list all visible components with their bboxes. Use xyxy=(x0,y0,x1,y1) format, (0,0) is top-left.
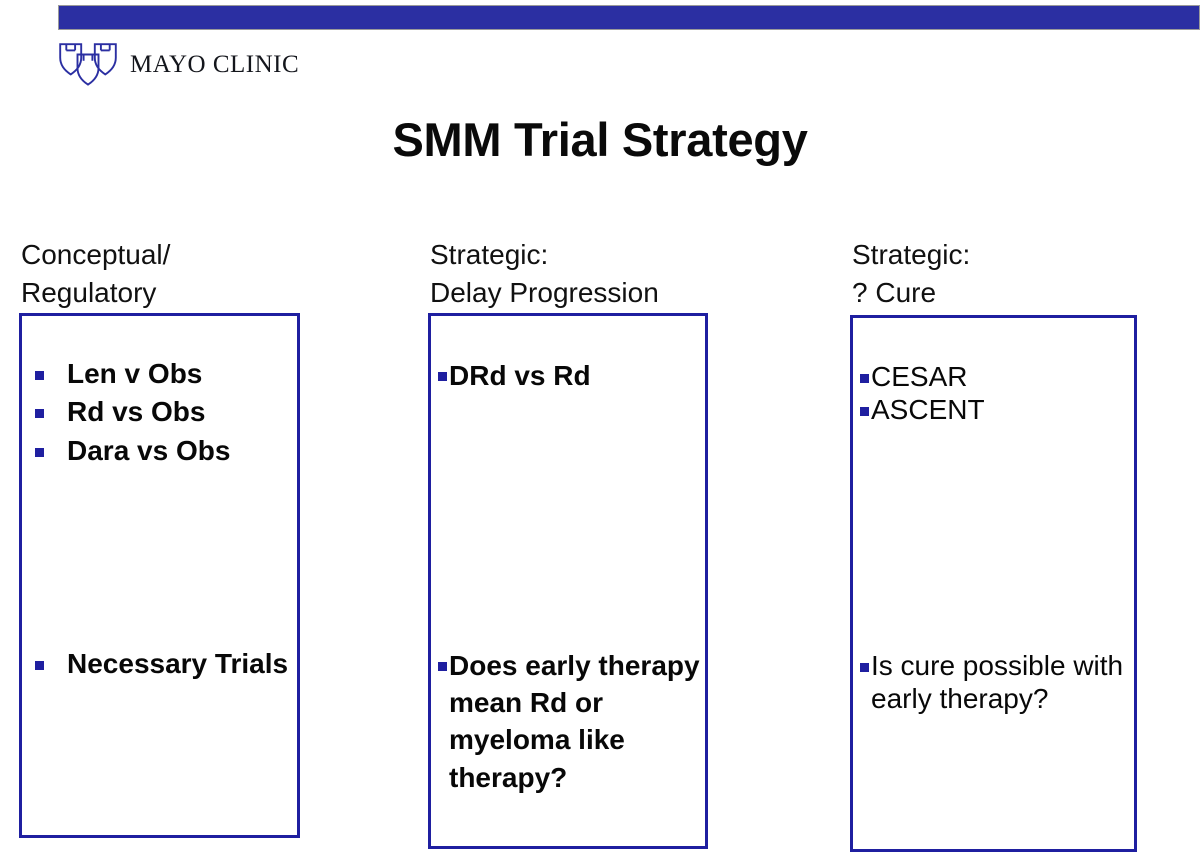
square-bullet-icon xyxy=(438,662,447,671)
square-bullet-icon xyxy=(860,407,869,417)
list-item-label: Rd vs Obs xyxy=(67,396,206,428)
bullet-group-trials: DRd vs Rd xyxy=(431,357,705,394)
bullet-group-question: Does early therapy mean Rd or myeloma li… xyxy=(431,647,705,796)
list-item-label: Len v Obs xyxy=(67,358,203,389)
bullet-group-trials: CESAR ASCENT xyxy=(853,360,1134,427)
mayo-clinic-logo: MAYO CLINIC xyxy=(57,38,299,90)
list-item: Dara vs Obs xyxy=(35,433,297,469)
list-item: Len v Obs xyxy=(35,356,297,392)
header-accent-bar xyxy=(58,5,1200,30)
square-bullet-icon xyxy=(438,372,447,381)
bullet-group-conclusion: Necessary Trials xyxy=(22,646,297,684)
square-bullet-icon xyxy=(35,371,44,380)
square-bullet-icon xyxy=(860,663,869,672)
square-bullet-icon xyxy=(35,409,44,419)
column-box: CESAR ASCENT Is cure possible with early… xyxy=(850,315,1137,852)
bullet-group-trials: Len v Obs Rd vs Obs Dara vs Obs xyxy=(22,356,297,471)
list-item: DRd vs Rd xyxy=(438,357,705,394)
square-bullet-icon xyxy=(35,447,44,457)
list-item-label: Necessary Trials xyxy=(67,648,289,679)
list-item: ASCENT xyxy=(860,393,1134,426)
column-header: Strategic: Delay Progression xyxy=(430,239,659,309)
list-item-label: CESAR xyxy=(871,361,968,392)
square-bullet-icon xyxy=(860,374,869,383)
list-item: Is cure possible with early therapy? xyxy=(860,649,1134,716)
square-bullet-icon xyxy=(35,661,44,670)
mayo-clinic-triple-shield-icon xyxy=(59,43,117,86)
list-item: Rd vs Obs xyxy=(35,394,297,430)
brand-wordmark: MAYO CLINIC xyxy=(130,50,300,78)
list-item-label: Is cure possible with early therapy? xyxy=(871,650,1124,715)
bullet-group-question: Is cure possible with early therapy? xyxy=(853,649,1134,716)
column-header: Conceptual/ Regulatory xyxy=(21,239,171,309)
list-item: CESAR xyxy=(860,360,1134,393)
page-title: SMM Trial Strategy xyxy=(392,113,808,166)
list-item-label: Does early therapy mean Rd or myeloma li… xyxy=(449,650,700,793)
list-item: Does early therapy mean Rd or myeloma li… xyxy=(438,647,705,796)
list-item-label: ASCENT xyxy=(871,394,985,426)
list-item-label: DRd vs Rd xyxy=(449,360,591,391)
list-item: Necessary Trials xyxy=(35,646,297,682)
column-box: DRd vs Rd Does early therapy mean Rd or … xyxy=(428,313,708,849)
column-box: Len v Obs Rd vs Obs Dara vs Obs Necessar… xyxy=(19,313,300,838)
column-header: Strategic: ? Cure xyxy=(852,239,971,309)
list-item-label: Dara vs Obs xyxy=(67,434,231,466)
